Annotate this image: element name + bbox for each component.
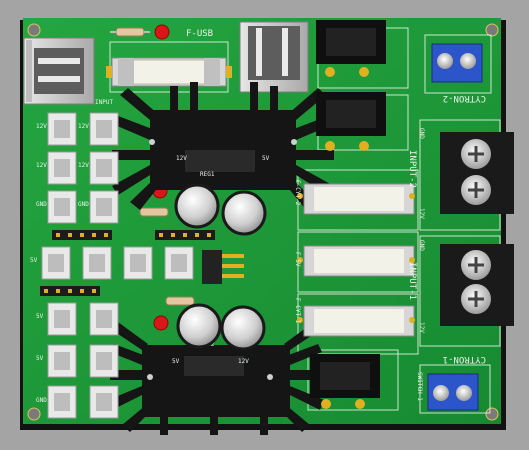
heatsink-bottom: 5V 12V REG2 <box>108 322 324 435</box>
label-f-usb: F-USB <box>186 29 213 39</box>
svg-text:5V: 5V <box>36 355 44 362</box>
svg-text:5V: 5V <box>30 257 38 264</box>
label-input-2: INPUT-2 <box>407 150 417 188</box>
label-input-1: INPUT-1 <box>407 262 417 300</box>
label-cytron-2: CYTRON-2 <box>443 93 486 103</box>
label-12v-a: 12V <box>418 208 425 219</box>
heatsink-top: REG1 12V 5V <box>112 82 334 210</box>
svg-text:GND: GND <box>78 201 89 208</box>
tag-12v-bottom: 12V <box>238 358 249 365</box>
capacitor-icon <box>174 183 267 351</box>
label-f-cyt-1: F-CYT-1 <box>294 298 301 324</box>
tag-12v-top: 12V <box>176 155 187 162</box>
label-gnd-b: GND <box>418 240 425 251</box>
fuse-icon <box>303 183 415 337</box>
svg-text:12V: 12V <box>36 162 47 169</box>
svg-text:5V: 5V <box>36 313 44 320</box>
jst-connectors <box>41 112 194 419</box>
label-gnd-a: GND <box>418 128 425 139</box>
svg-text:GND: GND <box>36 201 47 208</box>
usb-port-icon <box>26 40 32 102</box>
screw-terminal-icon[interactable] <box>440 132 514 326</box>
label-f-cyt-2: F-CYT-2 <box>294 180 301 206</box>
rocker-switch-icon[interactable] <box>310 20 386 409</box>
svg-text:12V: 12V <box>36 123 47 130</box>
reg-top-label: REG1 <box>200 171 215 178</box>
svg-text:12V: 12V <box>78 162 89 169</box>
fuse-usb <box>111 57 227 87</box>
label-switch-1: SWITCH-1 <box>416 372 423 401</box>
label-f-5v: F-5V <box>294 252 301 267</box>
svg-text:12V: 12V <box>78 123 89 130</box>
usb-port-input[interactable] <box>23 37 95 105</box>
usb-port-output[interactable] <box>239 21 309 93</box>
label-12v-b: 12V <box>418 322 425 333</box>
tag-5v-top: 5V <box>262 155 270 162</box>
screw-terminal-blue[interactable] <box>427 43 483 411</box>
pin-header-icon <box>40 230 244 296</box>
resistor <box>110 27 195 306</box>
tag-5v-bottom: 5V <box>172 358 180 365</box>
svg-text:GND: GND <box>36 397 47 404</box>
label-cytron-1: CYTRON-1 <box>443 354 486 364</box>
label-input-usb: INPUT <box>95 99 113 106</box>
